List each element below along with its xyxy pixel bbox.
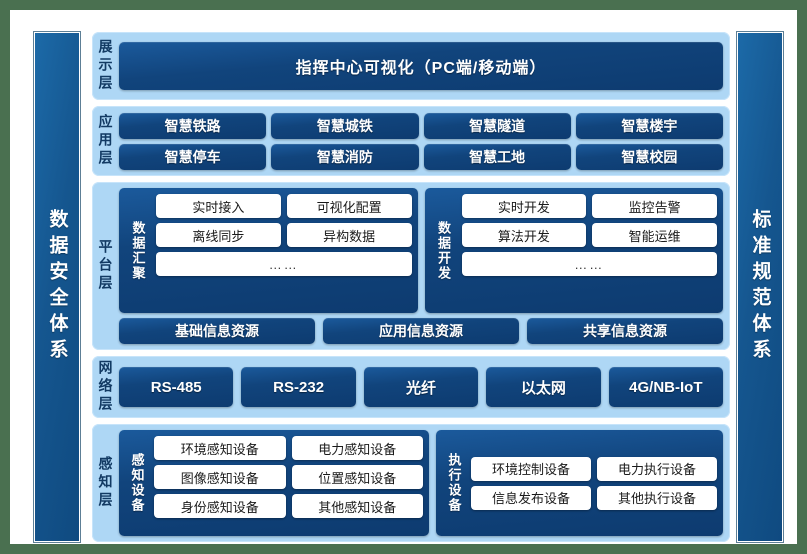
network-item-4g-nbiot[interactable]: 4G/NB-IoT (608, 367, 724, 407)
perception-execution-cells: 环境控制设备 电力执行设备 信息发布设备 其他执行设备 (466, 436, 717, 530)
execution-row-2: 信息发布设备 其他执行设备 (471, 485, 717, 510)
network-items-row: RS-485 RS-232 光纤 以太网 4G/NB-IoT (119, 367, 724, 407)
perception-execution-label: 执行设备 (446, 453, 462, 513)
sensing-cell-environment[interactable]: 环境感知设备 (154, 436, 286, 460)
network-item-rs485[interactable]: RS-485 (119, 367, 234, 407)
sidebar-data-security: 数据安全体系 (34, 32, 80, 542)
platform-aggregation-cells: 实时接入 可视化配置 离线同步 异构数据 …… (151, 194, 412, 307)
platform-cell-offline-sync[interactable]: 离线同步 (156, 223, 281, 247)
platform-cell-development-ellipsis[interactable]: …… (461, 252, 717, 276)
perception-groups-row: 感知设备 环境感知设备 电力感知设备 图像感知设备 位置感知设备 (119, 430, 723, 536)
application-grid: 智慧铁路 智慧城铁 智慧隧道 智慧楼宇 智慧停车 智慧消防 智慧工地 智慧校园 (119, 112, 723, 170)
sensing-cell-location[interactable]: 位置感知设备 (291, 465, 423, 489)
app-item-smart-fire[interactable]: 智慧消防 (271, 143, 419, 170)
layer-platform-label: 平台层 (97, 239, 114, 293)
resource-basic-info[interactable]: 基础信息资源 (119, 318, 315, 344)
platform-group-data-development: 数据开发 实时开发 监控告警 算法开发 智能运维 (424, 188, 723, 313)
sensing-row-1: 环境感知设备 电力感知设备 (154, 436, 423, 460)
app-item-smart-building[interactable]: 智慧楼宇 (575, 112, 723, 139)
app-item-smart-metro[interactable]: 智慧城铁 (271, 112, 419, 139)
app-item-smart-tunnel[interactable]: 智慧隧道 (423, 112, 571, 139)
perception-sensing-cells: 环境感知设备 电力感知设备 图像感知设备 位置感知设备 身份感知设备 其他感知设… (149, 436, 423, 530)
platform-development-row-3: …… (461, 252, 717, 276)
sensing-row-3: 身份感知设备 其他感知设备 (154, 494, 423, 518)
network-item-ethernet[interactable]: 以太网 (486, 367, 601, 407)
platform-aggregation-row-2: 离线同步 异构数据 (156, 223, 412, 247)
layer-presentation-label: 展示层 (97, 39, 114, 93)
layer-platform-label-wrap: 平台层 (92, 182, 119, 350)
layer-presentation: 展示层 指挥中心可视化（PC端/移动端） (92, 32, 730, 100)
layer-application-label: 应用层 (97, 114, 114, 168)
execution-row-1: 环境控制设备 电力执行设备 (471, 456, 717, 481)
app-item-smart-railway[interactable]: 智慧铁路 (119, 112, 267, 139)
sensing-cell-image[interactable]: 图像感知设备 (154, 465, 286, 489)
resource-app-info[interactable]: 应用信息资源 (323, 318, 519, 344)
layer-application: 应用层 智慧铁路 智慧城铁 智慧隧道 智慧楼宇 智慧停车 智慧消防 智慧工地 智… (92, 106, 730, 176)
app-item-smart-site[interactable]: 智慧工地 (423, 143, 571, 170)
layer-perception-label-wrap: 感知层 (92, 424, 119, 542)
execution-cell-power[interactable]: 电力执行设备 (597, 456, 717, 481)
perception-sensing-label-wrap: 感知设备 (125, 436, 149, 530)
perception-group-sensing-devices: 感知设备 环境感知设备 电力感知设备 图像感知设备 位置感知设备 (119, 430, 429, 536)
platform-group-data-aggregation: 数据汇聚 实时接入 可视化配置 离线同步 异构数据 (119, 188, 418, 313)
layer-network: 网络层 RS-485 RS-232 光纤 以太网 4G/NB-IoT (92, 356, 730, 418)
sensing-cell-other[interactable]: 其他感知设备 (291, 494, 423, 518)
platform-cell-smart-ops[interactable]: 智能运维 (592, 223, 717, 247)
resource-shared-info[interactable]: 共享信息资源 (527, 318, 723, 344)
diagram-inner-panel: 数据安全体系 标准规范体系 展示层 指挥中心可视化（PC端/移动端） 应用层 智… (10, 10, 797, 544)
network-item-rs232[interactable]: RS-232 (241, 367, 356, 407)
platform-cell-realtime-dev[interactable]: 实时开发 (461, 194, 587, 218)
sensing-row-2: 图像感知设备 位置感知设备 (154, 465, 423, 489)
platform-aggregation-row-3: …… (156, 252, 412, 276)
sensing-cell-power[interactable]: 电力感知设备 (291, 436, 423, 460)
platform-group-aggregation-label: 数据汇聚 (130, 220, 146, 281)
platform-groups-row: 数据汇聚 实时接入 可视化配置 离线同步 异构数据 (119, 188, 723, 313)
command-center-banner[interactable]: 指挥中心可视化（PC端/移动端） (119, 42, 723, 90)
perception-sensing-label: 感知设备 (129, 453, 145, 513)
layer-perception: 感知层 感知设备 环境感知设备 电力感知设备 (92, 424, 730, 542)
platform-aggregation-row-1: 实时接入 可视化配置 (156, 194, 412, 218)
platform-cell-heterogeneous-data[interactable]: 异构数据 (286, 223, 412, 247)
execution-cell-info-release[interactable]: 信息发布设备 (471, 485, 591, 510)
platform-group-aggregation-label-wrap: 数据汇聚 (125, 194, 151, 307)
app-item-smart-campus[interactable]: 智慧校园 (575, 143, 723, 170)
layer-platform: 平台层 数据汇聚 实时接入 可视化配置 (92, 182, 730, 350)
layer-network-body: RS-485 RS-232 光纤 以太网 4G/NB-IoT (119, 356, 730, 418)
network-item-fiber[interactable]: 光纤 (363, 367, 479, 407)
platform-group-development-label: 数据开发 (436, 220, 451, 281)
layer-presentation-label-wrap: 展示层 (92, 32, 119, 100)
perception-execution-label-wrap: 执行设备 (442, 436, 466, 530)
layer-presentation-body: 指挥中心可视化（PC端/移动端） (119, 32, 730, 100)
layer-network-label-wrap: 网络层 (92, 356, 119, 418)
layer-perception-label: 感知层 (97, 456, 114, 510)
execution-cell-other[interactable]: 其他执行设备 (597, 485, 717, 510)
layer-application-body: 智慧铁路 智慧城铁 智慧隧道 智慧楼宇 智慧停车 智慧消防 智慧工地 智慧校园 (119, 106, 730, 176)
layer-application-label-wrap: 应用层 (92, 106, 119, 176)
platform-cell-visual-config[interactable]: 可视化配置 (286, 194, 412, 218)
layer-platform-body: 数据汇聚 实时接入 可视化配置 离线同步 异构数据 (119, 182, 730, 350)
platform-cell-algorithm-dev[interactable]: 算法开发 (461, 223, 587, 247)
layer-perception-body: 感知设备 环境感知设备 电力感知设备 图像感知设备 位置感知设备 (119, 424, 730, 542)
platform-group-development-label-wrap: 数据开发 (431, 194, 457, 307)
layer-network-label: 网络层 (97, 360, 114, 414)
platform-cell-aggregation-ellipsis[interactable]: …… (156, 252, 412, 276)
sidebar-standard-spec: 标准规范体系 (737, 32, 783, 542)
platform-development-row-1: 实时开发 监控告警 (461, 194, 717, 218)
sensing-cell-identity[interactable]: 身份感知设备 (154, 494, 286, 518)
app-item-smart-parking[interactable]: 智慧停车 (119, 143, 267, 170)
execution-cell-environment-control[interactable]: 环境控制设备 (471, 456, 591, 481)
perception-group-execution-devices: 执行设备 环境控制设备 电力执行设备 信息发布设备 其他执行设备 (436, 430, 723, 536)
platform-resources-row: 基础信息资源 应用信息资源 共享信息资源 (119, 318, 723, 344)
sidebar-right-label: 标准规范体系 (749, 209, 771, 365)
sidebar-left-label: 数据安全体系 (46, 209, 68, 365)
platform-cell-monitor-alarm[interactable]: 监控告警 (592, 194, 717, 218)
platform-development-row-2: 算法开发 智能运维 (461, 223, 717, 247)
platform-development-cells: 实时开发 监控告警 算法开发 智能运维 …… (457, 194, 717, 307)
platform-cell-realtime-access[interactable]: 实时接入 (156, 194, 281, 218)
